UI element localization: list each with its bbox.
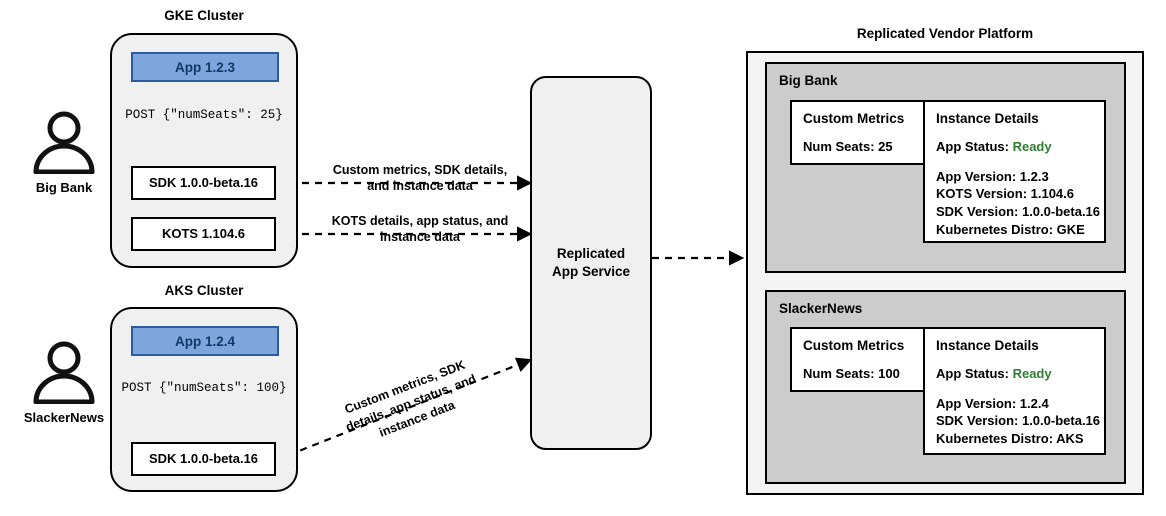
detail-row: KOTS Version: 1.104.6	[936, 186, 1075, 202]
panel-title: Custom Metrics	[803, 111, 905, 126]
user-icon	[33, 111, 95, 174]
connector-label-gke-kots: KOTS details, app status, and instance d…	[331, 214, 509, 245]
aks-sdk-box[interactable]: SDK 1.0.0-beta.16	[131, 442, 276, 476]
connector-label-aks-sdk: Custom metrics, SDK details, app status,…	[318, 358, 504, 440]
user-icon	[33, 341, 95, 404]
aks-cluster-title: AKS Cluster	[164, 283, 244, 298]
status-badge: Ready	[1012, 366, 1052, 381]
detail-row: SDK Version: 1.0.0-beta.16	[936, 204, 1101, 220]
actor-label: Big Bank	[35, 180, 93, 195]
detail-row: App Version: 1.2.3	[936, 168, 1049, 184]
instance-details-panel-slackernews[interactable]: Instance Details App Status: Ready App V…	[923, 327, 1106, 455]
gke-app-box[interactable]: App 1.2.3	[131, 52, 279, 82]
panel-title: Instance Details	[936, 338, 1039, 353]
detail-row: Kubernetes Distro: AKS	[936, 431, 1084, 447]
gke-kots-box[interactable]: KOTS 1.104.6	[131, 217, 276, 251]
metric-row: Num Seats: 25	[803, 139, 893, 154]
status-badge: Ready	[1012, 139, 1052, 154]
custom-metrics-panel-slackernews[interactable]: Custom Metrics Num Seats: 100	[790, 327, 927, 392]
service-line-2: App Service	[551, 264, 631, 279]
app-status-label: App Status:	[936, 366, 1009, 381]
tenant-name: Big Bank	[779, 73, 838, 88]
detail-row: App Version: 1.2.4	[936, 395, 1049, 411]
aks-post-label: POST {"numSeats": 100}	[121, 381, 287, 395]
instance-details-panel-big-bank[interactable]: Instance Details App Status: Ready App V…	[923, 100, 1106, 243]
service-line-1: Replicated	[556, 245, 626, 261]
connector-label-gke-sdk: Custom metrics, SDK details, and instanc…	[332, 163, 508, 194]
actor-slackernews: SlackerNews	[22, 340, 106, 425]
app-status-row: App Status: Ready	[936, 138, 1093, 156]
metric-row: Num Seats: 100	[803, 366, 900, 381]
app-status-label: App Status:	[936, 139, 1009, 154]
actor-label: SlackerNews	[23, 410, 105, 425]
gke-cluster-title: GKE Cluster	[164, 8, 244, 23]
panel-title: Custom Metrics	[803, 338, 905, 353]
platform-title: Replicated Vendor Platform	[856, 26, 1034, 41]
detail-row: SDK Version: 1.0.0-beta.16	[936, 413, 1101, 429]
tenant-name: SlackerNews	[779, 301, 863, 316]
gke-post-label: POST {"numSeats": 25}	[125, 108, 283, 122]
aks-app-box[interactable]: App 1.2.4	[131, 326, 279, 356]
app-status-row: App Status: Ready	[936, 365, 1093, 383]
detail-row: Kubernetes Distro: GKE	[936, 221, 1085, 237]
replicated-app-service-box[interactable]: Replicated App Service	[530, 76, 652, 450]
custom-metrics-panel-big-bank[interactable]: Custom Metrics Num Seats: 25	[790, 100, 927, 165]
gke-sdk-box[interactable]: SDK 1.0.0-beta.16	[131, 166, 276, 200]
actor-big-bank: Big Bank	[22, 110, 106, 195]
panel-title: Instance Details	[936, 111, 1039, 126]
